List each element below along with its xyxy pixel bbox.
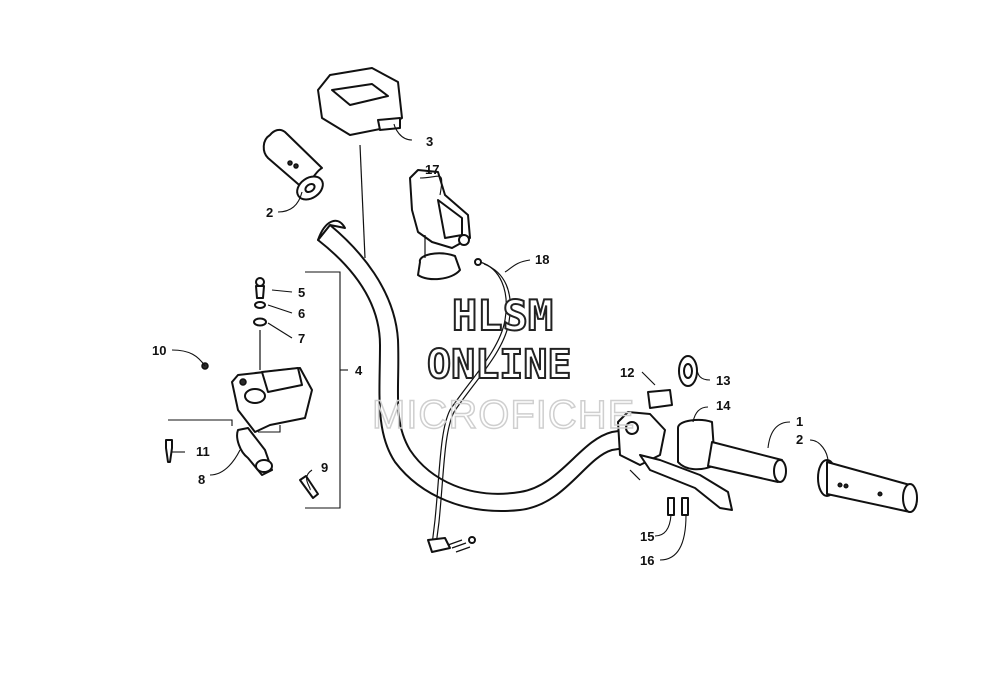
callout-3: 3 [426,134,433,149]
callout-1: 1 [796,414,803,429]
handlebar [317,144,626,512]
callout-13: 13 [716,373,730,388]
watermark-line-2: ONLINE [427,342,572,388]
callout-9: 9 [321,460,328,475]
right-grip [707,441,918,513]
throttle-housing [409,169,471,281]
callout-5: 5 [298,285,305,300]
throttle-cable [427,258,511,553]
callout-17: 17 [425,162,439,177]
callout-2-right: 2 [796,432,803,447]
callout-16: 16 [640,553,654,568]
left-grip [262,128,324,201]
callout-4: 4 [355,363,363,378]
callout-7: 7 [298,331,305,346]
callout-2-left: 2 [266,205,273,220]
leader-lines [171,123,829,561]
callout-12: 12 [620,365,634,380]
switch-housing [165,271,341,509]
callout-18: 18 [535,252,549,267]
watermark-line-1: HLSM [452,291,553,340]
handlebar-cover [317,67,403,136]
callout-10: 10 [152,343,166,358]
callout-15: 15 [640,529,654,544]
callout-labels: 1 2 2 3 4 5 6 7 8 9 10 11 12 13 14 15 16… [152,134,803,568]
callout-14: 14 [716,398,731,413]
watermark-line-3: MICROFICHE [372,393,635,437]
watermark: HLSM ONLINE MICROFICHE [371,290,635,438]
callout-11: 11 [196,444,210,459]
callout-6: 6 [298,306,305,321]
callout-8: 8 [198,472,205,487]
